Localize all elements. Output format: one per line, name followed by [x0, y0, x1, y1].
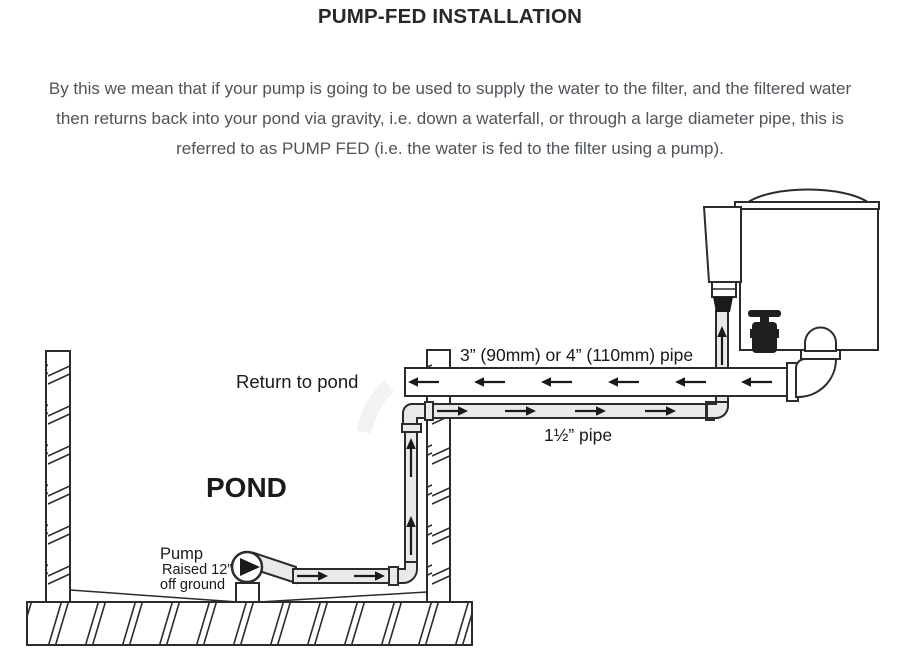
intro-line-1: By this we mean that if your pump is goi… — [48, 79, 852, 98]
filter-lid-dome — [743, 188, 873, 204]
pump-raised-label: Raised 12” — [162, 562, 232, 578]
elbow-top-left — [402, 403, 426, 425]
large-elbow — [795, 358, 838, 398]
outlet-pipe-dome — [804, 326, 837, 352]
pump-pedestal — [235, 582, 260, 603]
intro-paragraph: By this we mean that if your pump is goi… — [0, 74, 900, 164]
pipe-coupling — [388, 566, 399, 586]
filter-inlet-chamber — [702, 206, 742, 283]
diagram-labels: Return to pond POND Pump Raised 12” off … — [160, 345, 693, 593]
pump-impeller-icon — [240, 558, 260, 576]
ground-slab — [26, 601, 473, 646]
pump-label: Pump — [160, 545, 203, 563]
pipe-coupling — [401, 423, 422, 433]
watermark-arc — [356, 380, 395, 434]
page-title: PUMP-FED INSTALLATION — [317, 5, 583, 28]
pump-off-ground-label: off ground — [160, 577, 225, 593]
filter-unit — [702, 188, 880, 360]
intro-line-3: referred to as PUMP FED (i.e. the water … — [176, 139, 724, 158]
large-return-pipe-run — [404, 358, 838, 402]
valve-flange — [750, 329, 779, 338]
pond-floor-slope-right — [258, 591, 428, 603]
elbow-bottom-left — [397, 561, 419, 585]
valve-stem — [760, 316, 769, 324]
large-pipe-label: 3” (90mm) or 4” (110mm) pipe — [460, 345, 693, 365]
small-pipe-label: 1½” pipe — [544, 425, 612, 445]
drain-valve-icon — [748, 310, 781, 353]
pipe-coupling — [424, 401, 434, 421]
intro-line-2: then returns back into your pond via gra… — [56, 109, 844, 128]
filter-lid-rim — [734, 201, 880, 210]
pond-floor-slope-left — [69, 589, 239, 603]
valve-handle — [748, 310, 781, 317]
large-return-pipe — [404, 367, 796, 397]
pond-wall-left — [45, 350, 71, 603]
pond-label: POND — [206, 472, 287, 503]
return-to-pond-label: Return to pond — [236, 371, 358, 392]
pump-assembly — [230, 550, 297, 603]
inlet-hose-connector — [713, 297, 733, 312]
